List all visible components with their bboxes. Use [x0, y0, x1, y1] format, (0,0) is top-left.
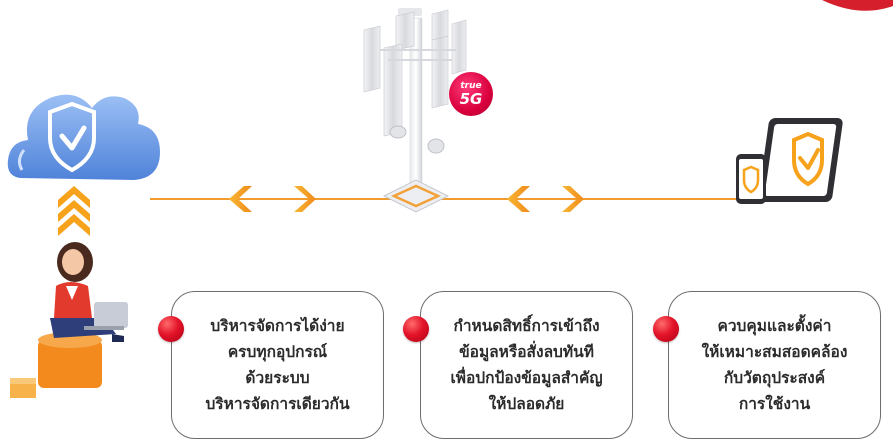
- card-text-line: ให้ปลอดภัย: [488, 395, 565, 413]
- card-text-line: ให้เหมาะสมสอดคล้อง: [701, 343, 848, 361]
- chevron-right-icon: [562, 186, 584, 212]
- bullet-dot-icon: [403, 316, 429, 342]
- card-text-line: กำหนดสิทธิ์การเข้าถึง: [453, 317, 600, 335]
- 5g-tower-icon: [363, 8, 467, 213]
- tablet-shield-icon: [758, 118, 843, 202]
- feature-card-3: ควบคุมและตั้งค่า ให้เหมาะสมสอดคล้อง กับว…: [668, 291, 881, 439]
- card-text-line: บริหารจัดการได้ง่าย: [210, 317, 345, 335]
- corner-decoration: [822, 0, 893, 11]
- card-text-line: บริหารจัดการเดียวกัน: [205, 395, 350, 413]
- true-5g-badge: true 5G: [449, 72, 493, 116]
- cloud-shield-icon: [7, 94, 160, 180]
- woman-with-laptop-icon: [10, 242, 128, 398]
- feature-card-2: กำหนดสิทธิ์การเข้าถึง ข้อมูลหรือสั่งลบทั…: [420, 291, 633, 439]
- card-text-line: ด้วยระบบ: [245, 369, 310, 387]
- card-text-line: ครบทุกอุปกรณ์: [227, 343, 328, 361]
- card-text-line: ควบคุมและตั้งค่า: [717, 317, 832, 335]
- feature-card-1: บริหารจัดการได้ง่าย ครบทุกอุปกรณ์ ด้วยระ…: [171, 291, 384, 439]
- card-text-line: การใช้งาน: [738, 395, 811, 413]
- bullet-dot-icon: [653, 316, 679, 342]
- chevron-right-icon: [294, 186, 316, 212]
- badge-brand: true: [460, 80, 482, 91]
- bullet-dot-icon: [158, 316, 184, 342]
- card-text-line: ข้อมูลหรือสั่งลบทันที: [459, 343, 594, 361]
- phone-shield-icon: [736, 154, 766, 204]
- card-text-line: เพื่อปกป้องข้อมูลสำคัญ: [450, 369, 603, 387]
- card-text-line: กับวัตถุประสงค์: [723, 369, 826, 387]
- upload-chevrons-icon: [58, 186, 90, 236]
- badge-network: 5G: [459, 89, 483, 108]
- chevron-left-icon: [507, 186, 530, 212]
- chevron-left-icon: [229, 186, 252, 212]
